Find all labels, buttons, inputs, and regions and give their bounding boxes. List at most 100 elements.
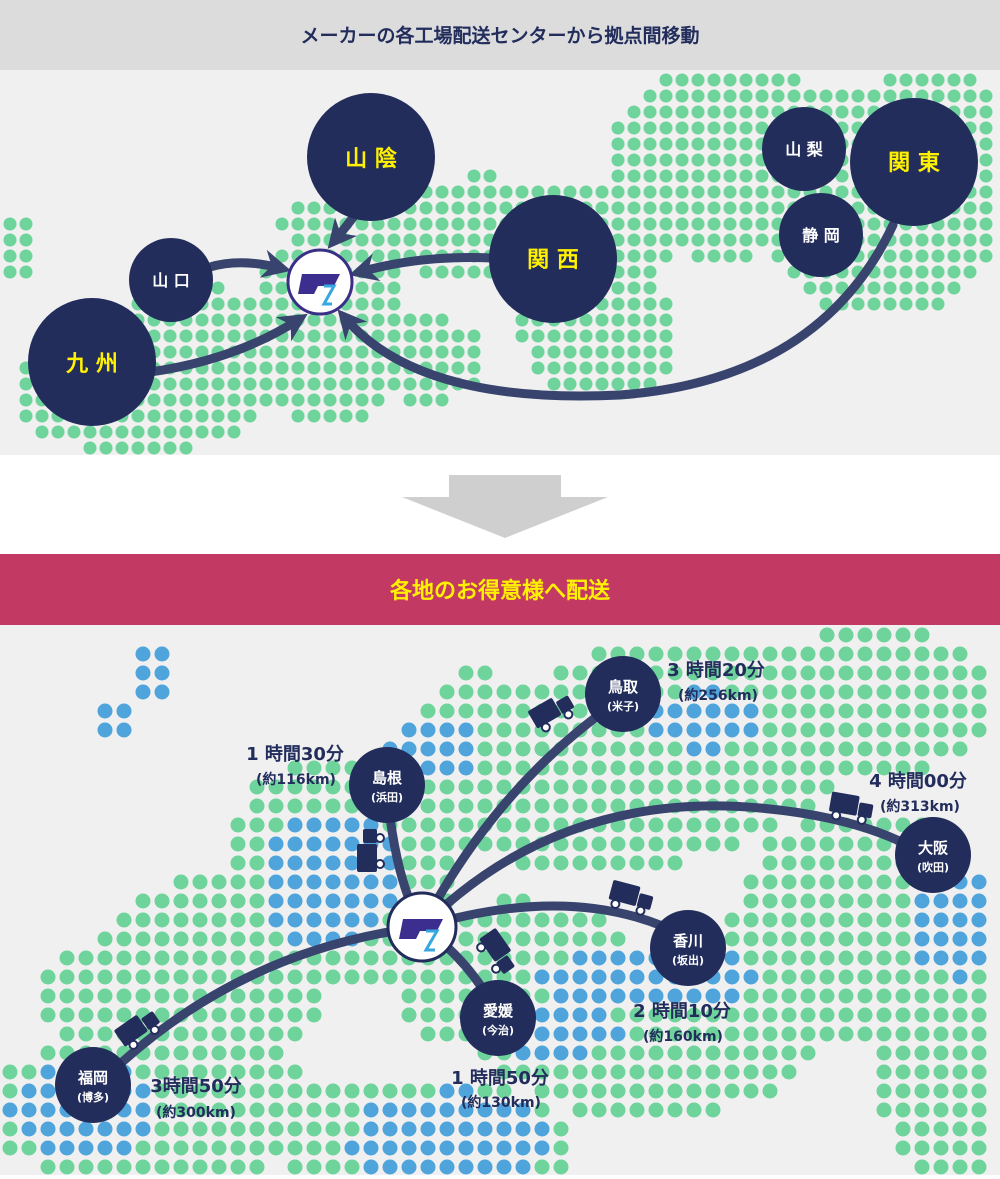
map-dot xyxy=(147,441,161,455)
map-dot xyxy=(857,665,873,681)
map-dot xyxy=(963,89,977,103)
map-dot xyxy=(648,817,664,833)
destination-osaka: 大阪 (吹田) 4 時間00分 (約313km) xyxy=(869,771,971,893)
map-dot xyxy=(675,217,689,231)
map-dot xyxy=(675,105,689,119)
map-dot xyxy=(800,779,816,795)
map-dot xyxy=(21,1102,37,1118)
map-dot xyxy=(838,969,854,985)
map-dot xyxy=(572,798,588,814)
map-dot xyxy=(629,1007,645,1023)
map-dot xyxy=(857,627,873,643)
destination-kagawa: 香川 (坂出) 2 時間10分 (約160km) xyxy=(633,910,731,1045)
map-dot xyxy=(572,703,588,719)
map-dot xyxy=(819,836,835,852)
map-dot xyxy=(439,1102,455,1118)
map-dot xyxy=(268,1064,284,1080)
map-dot xyxy=(915,265,929,279)
map-dot xyxy=(3,265,17,279)
map-dot xyxy=(915,281,929,295)
map-dot xyxy=(477,760,493,776)
map-dot xyxy=(931,89,945,103)
map-dot xyxy=(933,665,949,681)
map-dot xyxy=(686,1026,702,1042)
map-dot xyxy=(243,313,257,327)
map-dot xyxy=(914,1045,930,1061)
map-dot xyxy=(611,345,625,359)
map-dot xyxy=(876,760,892,776)
map-dot xyxy=(419,233,433,247)
destination-ehime-time: 1 時間50分 xyxy=(451,1068,549,1089)
map-dot xyxy=(439,779,455,795)
map-dot xyxy=(553,931,569,947)
map-dot xyxy=(914,760,930,776)
map-dot xyxy=(401,817,417,833)
map-dot xyxy=(627,297,641,311)
map-dot xyxy=(382,893,398,909)
map-dot xyxy=(579,329,593,343)
map-dot xyxy=(611,169,625,183)
map-dot xyxy=(762,931,778,947)
map-dot xyxy=(800,969,816,985)
map-dot xyxy=(819,722,835,738)
map-dot xyxy=(667,665,683,681)
map-dot xyxy=(591,912,607,928)
map-dot xyxy=(838,760,854,776)
destination-tottori-circle xyxy=(585,656,661,732)
map-dot xyxy=(467,201,481,215)
map-dot xyxy=(876,722,892,738)
map-dot xyxy=(363,969,379,985)
map-dot xyxy=(19,409,33,423)
map-dot xyxy=(610,836,626,852)
map-dot xyxy=(97,1007,113,1023)
map-dot xyxy=(723,153,737,167)
map-dot xyxy=(963,249,977,263)
map-dot xyxy=(743,969,759,985)
map-dot xyxy=(952,931,968,947)
map-dot xyxy=(914,627,930,643)
map-dot xyxy=(59,1007,75,1023)
map-dot xyxy=(154,665,170,681)
map-dot xyxy=(195,409,209,423)
destination-shimane-sub: (浜田) xyxy=(371,790,403,804)
map-dot xyxy=(131,425,145,439)
map-dot xyxy=(800,684,816,700)
map-dot xyxy=(363,1121,379,1137)
map-dot xyxy=(287,1026,303,1042)
map-dot xyxy=(40,1007,56,1023)
map-dot xyxy=(819,969,835,985)
map-dot xyxy=(344,912,360,928)
map-dot xyxy=(743,1083,759,1099)
map-dot xyxy=(819,855,835,871)
map-dot xyxy=(743,703,759,719)
map-dot xyxy=(307,409,321,423)
map-dot xyxy=(705,1007,721,1023)
map-dot xyxy=(705,741,721,757)
map-dot xyxy=(627,233,641,247)
map-dot xyxy=(724,646,740,662)
map-dot xyxy=(211,1140,227,1156)
map-dot xyxy=(467,329,481,343)
map-dot xyxy=(819,874,835,890)
map-dot xyxy=(307,201,321,215)
map-dot xyxy=(131,409,145,423)
map-dot xyxy=(914,741,930,757)
map-dot xyxy=(344,855,360,871)
map-dot xyxy=(515,703,531,719)
map-dot xyxy=(591,950,607,966)
map-dot xyxy=(227,361,241,375)
map-dot xyxy=(572,1007,588,1023)
map-dot xyxy=(895,969,911,985)
map-dot xyxy=(268,874,284,890)
map-dot xyxy=(691,105,705,119)
map-dot xyxy=(371,297,385,311)
top-banner xyxy=(0,0,1000,70)
map-dot xyxy=(743,950,759,966)
map-dot xyxy=(154,684,170,700)
map-dot xyxy=(611,281,625,295)
map-dot xyxy=(227,313,241,327)
truck-icon xyxy=(476,928,515,974)
map-dot xyxy=(534,950,550,966)
map-dot xyxy=(163,409,177,423)
map-dot xyxy=(705,1045,721,1061)
